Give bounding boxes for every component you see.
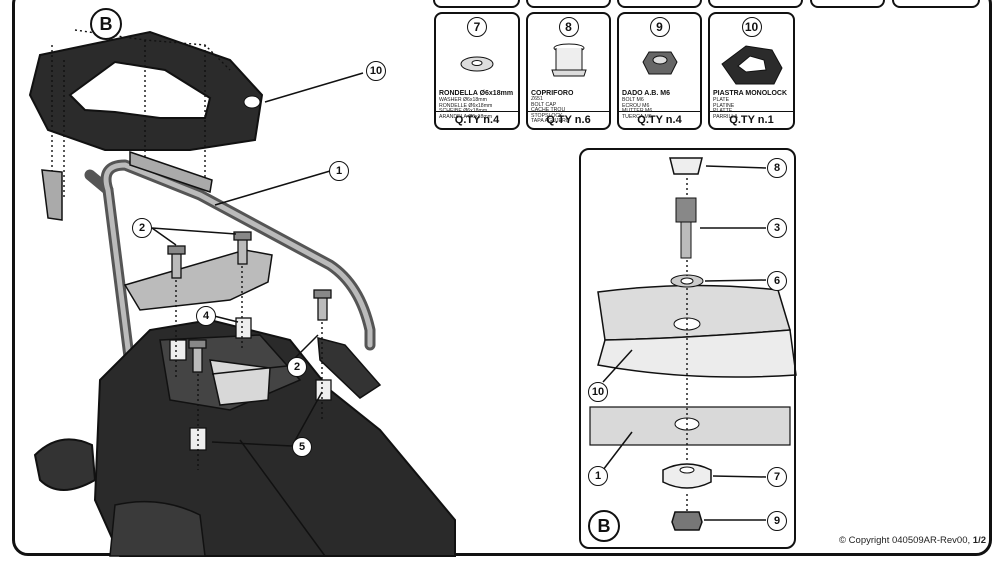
callout-4: 4 (196, 306, 216, 326)
part-card-stub (617, 0, 702, 8)
part-card-washer: 7 RONDELLA Ø6x18mm WASHER Ø6x18mm RONDEL… (434, 12, 520, 130)
detail-callout-9: 9 (767, 511, 787, 531)
part-card-monolock-plate: 10 PIASTRA MONOLOCK PLATE PLATINE PLATTE… (708, 12, 795, 130)
part-card-stub (810, 0, 885, 8)
page-number: 1/2 (972, 535, 986, 546)
motorcycle-tail-drawing (33, 318, 456, 557)
part-quantity: Q.TY n.1 (710, 111, 793, 128)
part-card-stub (526, 0, 611, 8)
washer-icon (460, 56, 494, 72)
part-code: Z651 (531, 96, 543, 102)
monolock-plate-drawing (28, 30, 264, 151)
leader-lines-detail (602, 165, 767, 521)
part-name: DADO A.B. M6 (622, 90, 670, 97)
nut-icon (642, 51, 678, 75)
detail-callout-10: 10 (588, 382, 608, 402)
detail-b-label: B (588, 510, 620, 542)
callout-1: 1 (329, 161, 349, 181)
leader-lines-main (151, 72, 364, 557)
sheet-frame (12, 0, 992, 556)
part-number: 7 (467, 17, 487, 37)
part-quantity: Q.TY n.4 (619, 111, 700, 128)
part-card-stub (892, 0, 980, 8)
part-number: 8 (558, 17, 579, 37)
part-card-bolt-cap: 8 COPRIFORO Z651 BOLT CAP CACHE TROU STO… (526, 12, 611, 130)
part-card-nut: 9 DADO A.B. M6 BOLT M6 ECROU M6 MUTTER M… (617, 12, 702, 130)
detail-callout-3: 3 (767, 218, 787, 238)
part-translations: Z651 BOLT CAP CACHE TROU STOPSLOCK TAPA … (531, 96, 570, 125)
detail-b-drawing (589, 157, 797, 531)
detail-b-box (579, 148, 796, 549)
part-number: 10 (741, 17, 762, 37)
monolock-plate-icon (721, 45, 783, 85)
part-card-stub (433, 0, 520, 8)
part-name: PIASTRA MONOLOCK (713, 90, 788, 97)
part-card-stub (708, 0, 803, 8)
part-name: RONDELLA Ø6x18mm (439, 90, 514, 97)
detail-callout-7: 7 (767, 467, 787, 487)
part-name: COPRIFORO (531, 90, 574, 97)
detail-callout-1: 1 (588, 466, 608, 486)
detail-callout-6: 6 (767, 271, 787, 291)
copyright-text: © Copyright 040509AR-Rev00, 1/2 (839, 535, 986, 546)
callout-5: 5 (292, 437, 312, 457)
detail-b-marker: B (90, 8, 122, 40)
callout-2: 2 (132, 218, 152, 238)
callout-10: 10 (366, 61, 386, 81)
bolt-cap-icon (551, 43, 587, 77)
detail-callout-8: 8 (767, 158, 787, 178)
callout-2: 2 (287, 357, 307, 377)
part-number: 9 (649, 17, 670, 37)
part-quantity: Q.TY n.4 (436, 111, 518, 128)
part-quantity: Q.TY n.6 (528, 111, 609, 128)
